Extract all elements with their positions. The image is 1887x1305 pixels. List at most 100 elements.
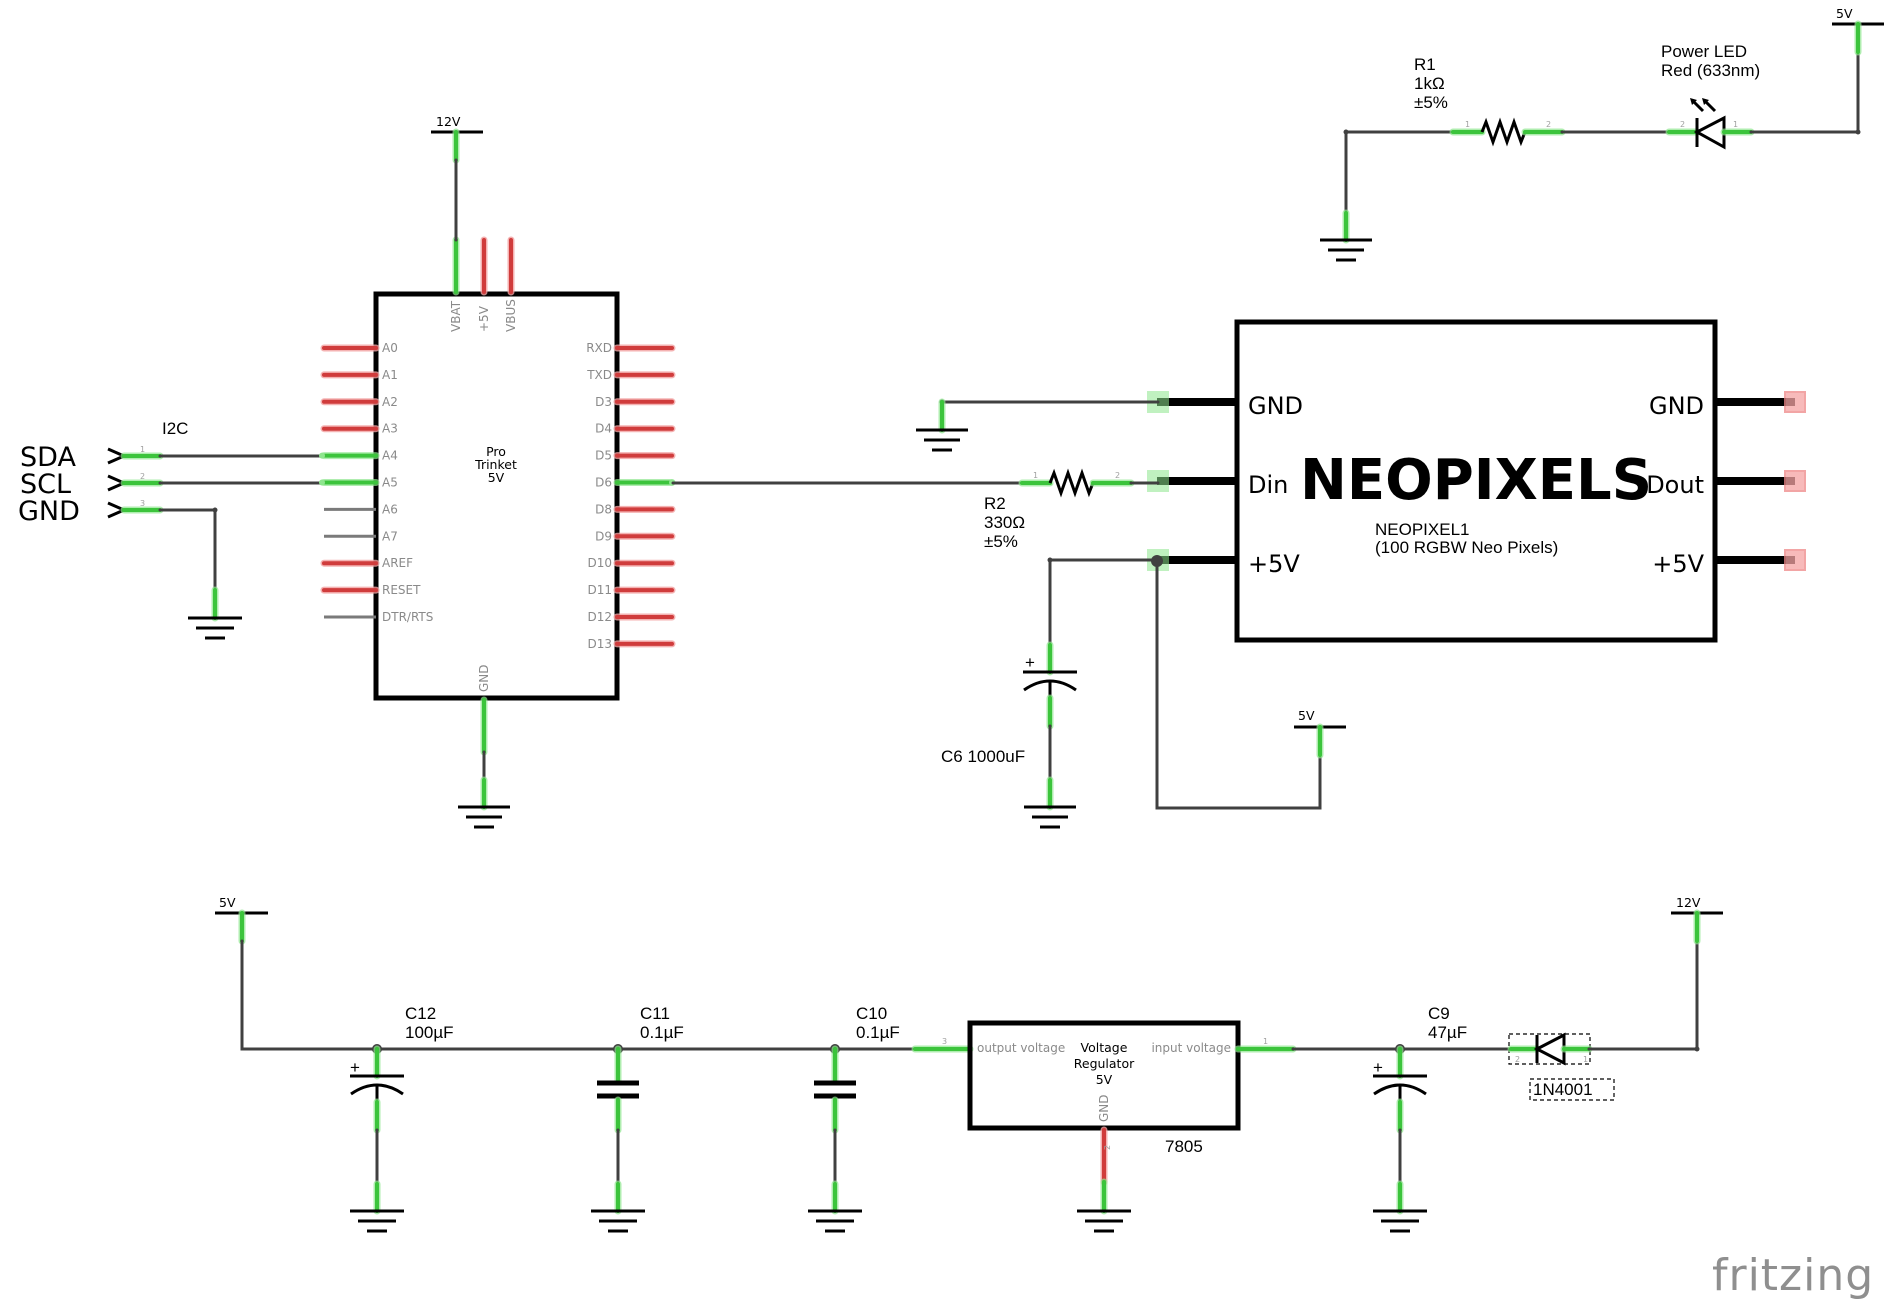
neopixel-label-dout: Dout — [1646, 471, 1704, 499]
supply-12v-regulator: 12V — [1671, 895, 1723, 945]
pin-number: 1 — [1583, 1055, 1588, 1064]
capacitor-c12[interactable]: + C12 100µF — [350, 1004, 454, 1134]
r2-tolerance: ±5% — [984, 532, 1018, 551]
neopixel-label-gnd-left: GND — [1248, 392, 1303, 420]
r1-name: R1 — [1414, 55, 1436, 74]
trinket-pin-label: A5 — [382, 476, 398, 490]
ground-icon — [591, 1209, 645, 1233]
pin-number: 1 — [1733, 120, 1738, 129]
trinket-title-line2: Trinket — [474, 457, 517, 472]
wire-diode-12v[interactable] — [1587, 939, 1699, 1051]
trinket-pin-label: A2 — [382, 395, 398, 409]
power-led[interactable]: 2 1 Power LED Red (633nm) — [1661, 42, 1760, 150]
neopixel-pin-gnd-out[interactable] — [1784, 391, 1806, 413]
ground-icon — [1077, 1209, 1131, 1233]
led-title: Power LED — [1661, 42, 1747, 61]
trinket-pin-label: D9 — [595, 529, 612, 543]
pin-number: 2 — [140, 472, 145, 481]
pin-number: 3 — [140, 499, 145, 508]
c10-name: C10 — [856, 1004, 887, 1023]
neopixels[interactable]: NEOPIXELS NEOPIXEL1 (100 RGBW Neo Pixels… — [1147, 319, 1806, 643]
diode-1n4001[interactable]: 2 1 1N4001 — [1507, 1032, 1615, 1101]
c11-name: C11 — [640, 1004, 670, 1023]
i2c-title: I2C — [162, 419, 188, 438]
wire-led-5v[interactable] — [1749, 50, 1860, 134]
supply-12v-trinket: 12V — [431, 114, 483, 164]
resistor-icon — [1480, 117, 1527, 147]
ground-icon — [1320, 238, 1372, 262]
ground-icon — [1024, 805, 1076, 829]
light-emission-icon — [1690, 98, 1717, 113]
pro-trinket[interactable]: Pro Trinket 5V A0A1A2A3A4A5A6A7AREFRESET… — [319, 236, 676, 756]
ground-icon — [350, 1209, 404, 1233]
c12-value: 100µF — [405, 1023, 454, 1042]
fritzing-logo: fritzing — [1712, 1250, 1874, 1301]
pin-number: 1 — [1263, 1037, 1268, 1046]
c12-name: C12 — [405, 1004, 436, 1023]
capacitor-c9[interactable]: + C9 47µF — [1373, 1004, 1467, 1134]
ground-icon — [1373, 1209, 1427, 1233]
trinket-pin-label-gnd: GND — [477, 664, 491, 692]
neopixel-description: (100 RGBW Neo Pixels) — [1375, 538, 1558, 557]
neopixel-pin-dout[interactable] — [1784, 470, 1806, 492]
supply-5v-regulator: 5V — [215, 895, 268, 945]
i2c-label-gnd: GND — [18, 496, 80, 527]
diode-part: 1N4001 — [1533, 1080, 1593, 1099]
polarity-plus: + — [350, 1058, 360, 1077]
c6-label: C6 1000uF — [941, 747, 1025, 766]
regulator-title-line3: 5V — [1096, 1072, 1113, 1087]
wire-5v-supply[interactable] — [1155, 559, 1322, 810]
supply-5v-led: 5V — [1832, 6, 1884, 56]
regulator-output-label: output voltage — [977, 1041, 1065, 1055]
capacitor-c11[interactable]: C11 0.1µF — [597, 1004, 684, 1134]
r2-name: R2 — [984, 494, 1006, 513]
r2-value: 330Ω — [984, 513, 1025, 532]
capacitor-c10[interactable]: C10 0.1µF — [814, 1004, 900, 1134]
polarity-plus: + — [1373, 1058, 1383, 1077]
wire-i2c-gnd[interactable] — [158, 508, 217, 592]
pin-number: 2 — [1103, 1145, 1112, 1150]
pin-number: 2 — [1515, 1055, 1520, 1064]
neopixel-pin-5v-out[interactable] — [1784, 549, 1806, 571]
regulator-title-line2: Regulator — [1074, 1056, 1135, 1071]
wire-5v-c6[interactable] — [1048, 558, 1160, 647]
pin-number: 2 — [1546, 120, 1551, 129]
c11-value: 0.1µF — [640, 1023, 684, 1042]
regulator-title-line1: Voltage — [1081, 1040, 1128, 1055]
trinket-pin-label: D8 — [595, 502, 612, 516]
ground-icon — [916, 428, 968, 452]
neopixel-label-din: Din — [1248, 471, 1288, 499]
i2c-connector[interactable]: I2C SDA SCL GND 1 2 3 — [18, 419, 188, 527]
led-color: Red (633nm) — [1661, 61, 1760, 80]
ground-icon — [808, 1209, 862, 1233]
pin-number: 1 — [1465, 120, 1470, 129]
trinket-pin-label: VBAT — [449, 300, 463, 332]
r1-value: 1kΩ — [1414, 74, 1445, 93]
wire-led-gnd[interactable] — [1344, 130, 1455, 215]
trinket-pin-label: RESET — [382, 583, 421, 597]
trinket-pin-label: RXD — [586, 341, 612, 355]
neopixel-label-gnd-right: GND — [1649, 392, 1704, 420]
trinket-body[interactable] — [373, 291, 620, 701]
capacitor-c6[interactable]: + C6 1000uF — [941, 641, 1077, 766]
resistor-r2[interactable]: 1 2 R2 330Ω ±5% — [984, 468, 1135, 551]
voltage-regulator[interactable]: 3 output voltage input voltage Voltage R… — [911, 1020, 1297, 1215]
trinket-pin-label: +5V — [477, 305, 491, 332]
i2c-label-scl: SCL — [20, 469, 71, 500]
trinket-pin-label: A7 — [382, 529, 398, 543]
trinket-pin-label: D12 — [587, 610, 612, 624]
i2c-label-sda: SDA — [20, 442, 76, 473]
r1-tolerance: ±5% — [1414, 93, 1448, 112]
supply-label: 12V — [1676, 895, 1701, 910]
regulator-input-label: input voltage — [1151, 1041, 1231, 1055]
resistor-icon — [1048, 468, 1095, 498]
neopixel-label-5v-right: +5V — [1652, 550, 1704, 578]
wire-5v-rail[interactable] — [240, 939, 973, 1051]
trinket-pin-label: D4 — [595, 422, 612, 436]
trinket-title-line3: 5V — [488, 470, 505, 485]
resistor-r1[interactable]: 1 2 R1 1kΩ ±5% — [1414, 55, 1566, 147]
neopixel-pin-din[interactable] — [1147, 470, 1169, 492]
